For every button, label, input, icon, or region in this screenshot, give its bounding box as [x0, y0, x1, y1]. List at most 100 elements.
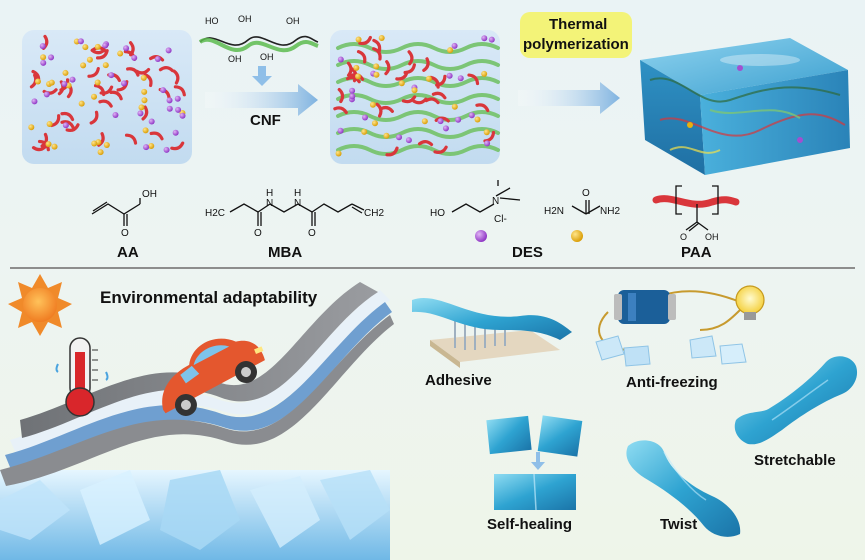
des-urea-structure [571, 200, 601, 215]
choline-chloride-particle [484, 140, 491, 147]
choline-chloride-particle [488, 36, 495, 43]
cnf-fiber [336, 110, 500, 122]
choline-chloride-particle [179, 112, 186, 119]
urea-particle [86, 56, 93, 63]
paa-label: PAA [681, 244, 712, 261]
aa-monomer [337, 87, 345, 104]
des-ho-text: HO [430, 208, 445, 219]
aa-monomer [346, 61, 353, 77]
mba-n1-text: N [266, 198, 273, 209]
choline-chloride-particle [165, 47, 172, 54]
choline-chloride-particle [442, 125, 449, 132]
aa-monomer [401, 95, 417, 104]
cnf-fiber [336, 76, 500, 88]
mba-label: MBA [268, 244, 303, 261]
environmental-adaptability-title: Environmental adaptability [100, 288, 318, 307]
cnf-fiber [336, 42, 500, 54]
choline-chloride-particle [396, 134, 403, 141]
urea-particle [421, 118, 428, 125]
urea-particle [451, 103, 458, 110]
aa-monomer [170, 141, 185, 151]
urea-particle [378, 35, 385, 42]
aa-monomer [60, 120, 75, 129]
aa-monomer [417, 140, 434, 147]
urea-particle [46, 120, 53, 127]
urea-particle [117, 50, 124, 57]
urea-particle [34, 78, 41, 85]
aa-monomer [87, 67, 100, 78]
des-cl-text: Cl- [494, 214, 507, 225]
choline-chloride-particle [349, 93, 356, 100]
process-arrow-2 [518, 82, 620, 114]
mba-n2-text: N [294, 198, 301, 209]
aa-monomer [40, 132, 49, 148]
choline-chloride-particle [39, 43, 46, 50]
adhesive-label: Adhesive [425, 372, 492, 389]
mba-h2-text: H [294, 188, 301, 199]
cnf-label: CNF [250, 112, 281, 129]
anti-freezing-label: Anti-freezing [626, 374, 718, 391]
choline-chloride-particle [481, 35, 488, 42]
urea-particle [148, 142, 155, 149]
urea-particle [361, 128, 368, 135]
urea-particle [447, 47, 454, 54]
des-choline-structure [451, 180, 521, 213]
mba-h1-text: H [266, 188, 273, 199]
process-arrow-1 [205, 84, 318, 116]
aa-monomer [475, 103, 490, 113]
urea-particle [335, 150, 342, 157]
choline-chloride-particle [446, 72, 453, 79]
adhesive-illustration [412, 298, 572, 368]
urea-particle [398, 80, 405, 87]
aa-monomer [135, 67, 151, 75]
urea-particle [45, 141, 52, 148]
choline-chloride-particle [337, 127, 344, 134]
urea-particle [94, 79, 101, 86]
urea-particle [78, 100, 85, 107]
choline-chloride-particle [437, 118, 444, 125]
urea-particle [80, 62, 87, 69]
urea-o-text: O [582, 188, 590, 199]
choline-chloride-particle [62, 122, 69, 129]
choline-chloride-particle [77, 38, 84, 45]
aa-monomer [333, 106, 348, 115]
urea-particle [373, 63, 380, 70]
aa-label: AA [117, 244, 139, 261]
paa-o-text: O [680, 232, 687, 242]
choline-chloride-particle [123, 45, 130, 52]
aa-monomer [126, 67, 140, 77]
urea-particle [355, 36, 362, 43]
urea-particle [373, 71, 380, 78]
mba-ch2-text: CH2 [364, 208, 384, 219]
aa-monomer [90, 48, 106, 55]
urea-particle [82, 44, 89, 51]
aa-monomer [50, 114, 61, 128]
urea-particle [383, 132, 390, 139]
choline-chloride-particle [362, 114, 369, 121]
monomer-solution-beaker [22, 30, 192, 164]
urea-particle [40, 54, 47, 61]
urea-particle [51, 143, 58, 150]
stretchable-illustration [734, 356, 858, 445]
aa-monomer [346, 75, 361, 84]
anti-freezing-illustration [595, 285, 765, 367]
aa-monomer [158, 66, 175, 73]
choline-chloride-particle [102, 42, 109, 49]
choline-chloride-particle [143, 144, 150, 151]
urea-particle [425, 75, 432, 82]
cnf-fiber [336, 59, 500, 71]
aa-monomer [141, 105, 149, 121]
urea-particle [138, 104, 145, 111]
aa-monomer [143, 73, 153, 88]
aa-monomer [375, 102, 383, 118]
des-n-text: N [492, 196, 499, 207]
urea-particle [141, 88, 148, 95]
self-healing-label: Self-healing [487, 516, 573, 533]
aa-monomer [424, 97, 440, 105]
aa-monomer [31, 144, 48, 152]
choline-chloride-particle [148, 118, 155, 125]
urea-particle [28, 124, 35, 131]
choline-chloride-particle [455, 116, 462, 123]
